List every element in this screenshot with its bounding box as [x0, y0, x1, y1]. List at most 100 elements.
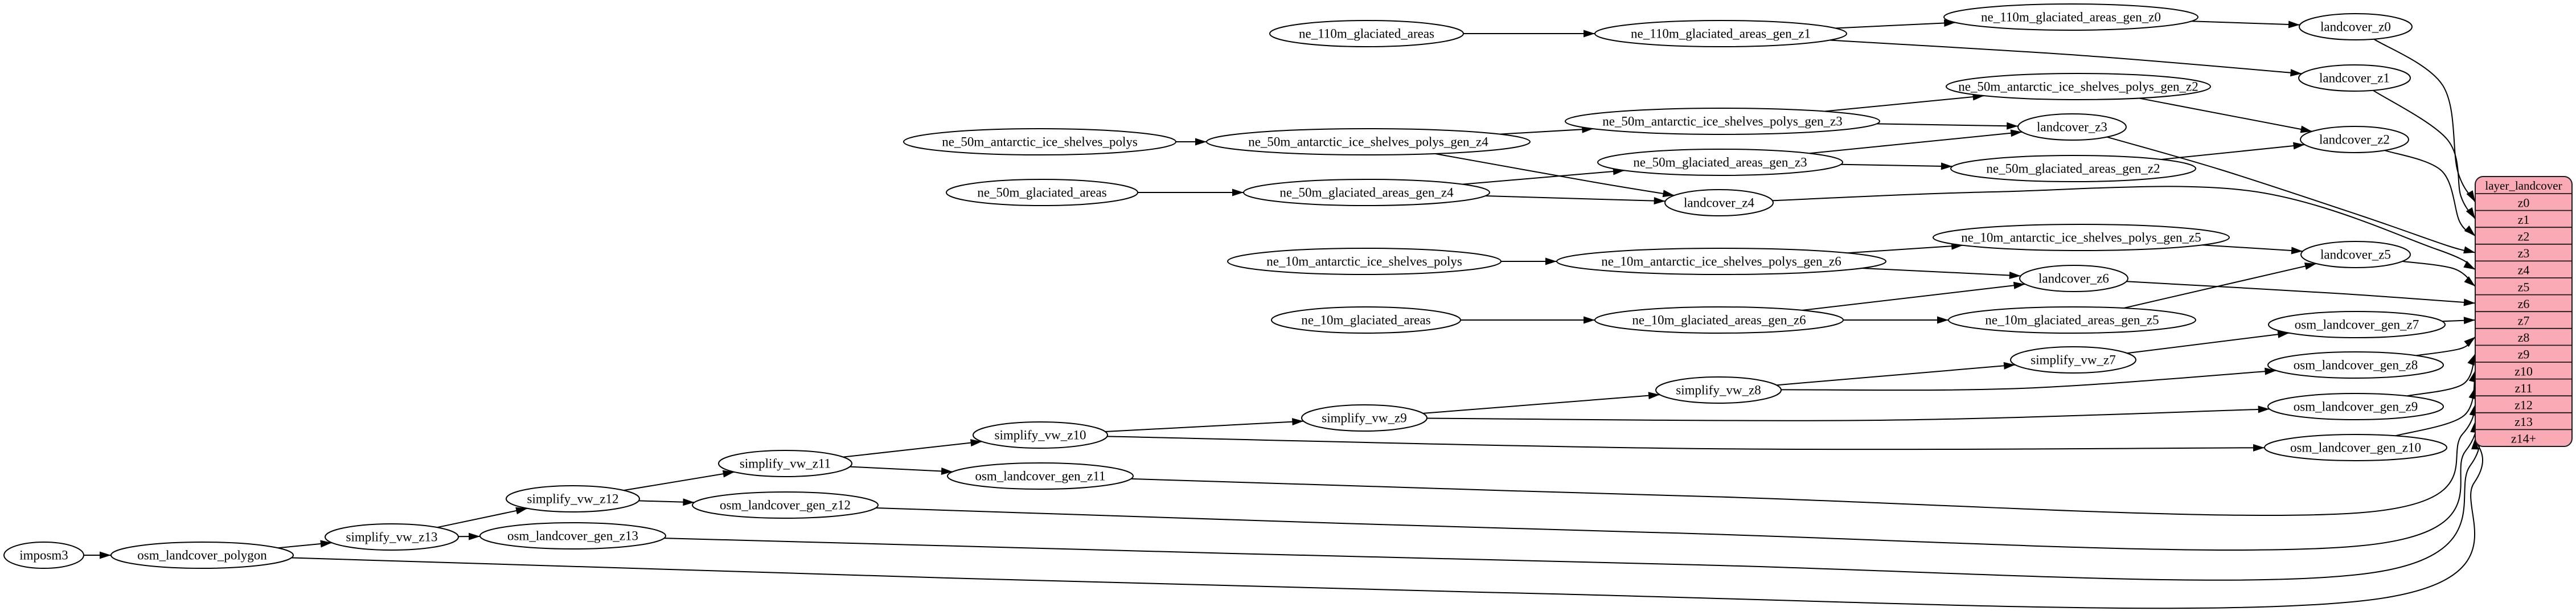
node-label: ne_10m_glaciated_areas_gen_z5 [1985, 313, 2159, 327]
table-row-z10: z10 [2515, 364, 2533, 378]
node-osm_landcover_gen_z9: osm_landcover_gen_z9 [2267, 393, 2444, 420]
node-osm_landcover_gen_z13: osm_landcover_gen_z13 [479, 522, 666, 550]
node-label: ne_10m_antarctic_ice_shelves_polys_gen_z… [1601, 255, 1841, 269]
node-label: landcover_z6 [2038, 272, 2109, 286]
edge-simplify_vw_z11--simplify_vw_z10 [843, 439, 982, 458]
node-label: simplify_vw_z12 [527, 492, 619, 506]
table-row-z1: z1 [2518, 212, 2530, 227]
node-label: landcover_z1 [2319, 71, 2390, 85]
node-label: simplify_vw_z11 [740, 457, 831, 471]
node-ne_50m_antarctic_ice_shelves_polys: ne_50m_antarctic_ice_shelves_polys [903, 128, 1176, 155]
node-label: ne_50m_glaciated_areas_gen_z4 [1279, 186, 1454, 200]
edge-ne_10m_antarctic_ice_shelves_polys_gen_z6--landcover_z6 [1861, 267, 2021, 280]
node-label: simplify_vw_z7 [2031, 353, 2116, 367]
edge-ne_10m_antarctic_ice_shelves_polys_gen_z5--landcover_z5 [2202, 244, 2303, 255]
node-label: landcover_z2 [2319, 133, 2390, 147]
node-osm_landcover_polygon: osm_landcover_polygon [110, 542, 294, 569]
edge-osm_landcover_gen_z10--layer_landcover.z10 [2395, 370, 2476, 437]
table-row-z4: z4 [2518, 263, 2530, 277]
node-label: osm_landcover_gen_z9 [2294, 400, 2418, 414]
node-simplify_vw_z10: simplify_vw_z10 [973, 421, 1108, 449]
node-label: landcover_z4 [1684, 196, 1754, 210]
edge-osm_landcover_gen_z13--layer_landcover.z13 [664, 421, 2480, 581]
edge-simplify_vw_z8--osm_landcover_gen_z8 [1781, 367, 2276, 391]
edge-landcover_z2--layer_landcover.z2 [2384, 150, 2476, 236]
node-ne_10m_antarctic_ice_shelves_polys_gen_z5: ne_10m_antarctic_ice_shelves_polys_gen_z… [1933, 224, 2230, 251]
edges [84, 19, 2484, 609]
edge-simplify_vw_z9--simplify_vw_z8 [1422, 392, 1660, 414]
node-osm_landcover_gen_z10: osm_landcover_gen_z10 [2264, 434, 2447, 461]
edge-simplify_vw_z9--osm_landcover_gen_z9 [1426, 405, 2270, 421]
node-label: ne_50m_glaciated_areas [977, 186, 1106, 200]
node-label: osm_landcover_polygon [137, 548, 267, 563]
edge-ne_110m_glaciated_areas_gen_z1--ne_110m_glaciated_areas_gen_z0 [1835, 19, 1956, 29]
node-ne_50m_antarctic_ice_shelves_polys_gen_z3: ne_50m_antarctic_ice_shelves_polys_gen_z… [1565, 108, 1880, 135]
table-row-z0: z0 [2518, 195, 2530, 210]
node-landcover_z5: landcover_z5 [2300, 241, 2411, 268]
node-label: ne_10m_glaciated_areas [1301, 313, 1430, 327]
node-ne_110m_glaciated_areas_gen_z0: ne_110m_glaciated_areas_gen_z0 [1943, 3, 2198, 31]
node-label: ne_50m_glaciated_areas_gen_z2 [1986, 162, 2160, 176]
node-label: osm_landcover_gen_z10 [2290, 441, 2421, 455]
table-row-z11: z11 [2515, 381, 2533, 395]
node-ne_50m_glaciated_areas_gen_z3: ne_50m_glaciated_areas_gen_z3 [1597, 149, 1843, 176]
node-label: landcover_z5 [2320, 248, 2391, 262]
node-ne_10m_glaciated_areas: ne_10m_glaciated_areas [1271, 306, 1461, 334]
node-label: osm_landcover_gen_z13 [507, 529, 638, 543]
edge-osm_landcover_polygon--simplify_vw_z13 [277, 540, 332, 549]
edge-ne_50m_glaciated_areas_gen_z4--landcover_z4 [1485, 195, 1666, 205]
node-landcover_z1: landcover_z1 [2298, 64, 2411, 92]
table-row-z6: z6 [2518, 297, 2530, 311]
edge-ne_50m_antarctic_ice_shelves_polys_gen_z3--ne_50m_antarctic_ice_shelves_polys_gen_z2 [1824, 93, 1984, 112]
edge-ne_50m_glaciated_areas_gen_z3--landcover_z3 [1809, 129, 2023, 154]
node-landcover_z2: landcover_z2 [2300, 126, 2409, 153]
table-row-z3: z3 [2518, 246, 2530, 260]
table-row-z2: z2 [2518, 229, 2530, 244]
node-label: osm_landcover_gen_z7 [2295, 318, 2419, 332]
edge-osm_landcover_gen_z12--layer_landcover.z12 [876, 404, 2477, 551]
edge-simplify_vw_z8--simplify_vw_z7 [1776, 362, 2016, 386]
node-label: osm_landcover_gen_z8 [2294, 358, 2418, 372]
node-label: ne_50m_glaciated_areas_gen_z3 [1633, 155, 1807, 170]
node-simplify_vw_z11: simplify_vw_z11 [718, 450, 852, 477]
node-ne_10m_glaciated_areas_gen_z5: ne_10m_glaciated_areas_gen_z5 [1948, 306, 2196, 334]
table-layer_landcover: layer_landcoverz0z1z2z3z4z5z6z7z8z9z10z1… [2475, 176, 2573, 447]
node-osm_landcover_gen_z12: osm_landcover_gen_z12 [692, 491, 879, 519]
node-label: ne_10m_glaciated_areas_gen_z6 [1632, 313, 1806, 327]
node-label: ne_50m_antarctic_ice_shelves_polys [942, 135, 1138, 149]
edge-ne_50m_antarctic_ice_shelves_polys_gen_z3--landcover_z3 [1876, 122, 2019, 130]
edge-ne_50m_antarctic_ice_shelves_polys_gen_z2--landcover_z2 [2139, 97, 2312, 133]
node-simplify_vw_z8: simplify_vw_z8 [1655, 376, 1782, 404]
node-ne_110m_glaciated_areas: ne_110m_glaciated_areas [1269, 20, 1464, 47]
node-landcover_z6: landcover_z6 [2019, 265, 2128, 292]
node-label: landcover_z3 [2037, 120, 2107, 134]
node-ne_50m_glaciated_areas_gen_z2: ne_50m_glaciated_areas_gen_z2 [1950, 155, 2196, 182]
edge-simplify_vw_z10--simplify_vw_z9 [1105, 418, 1304, 432]
node-simplify_vw_z9: simplify_vw_z9 [1301, 404, 1428, 432]
node-simplify_vw_z12: simplify_vw_z12 [506, 485, 640, 512]
table-row-z8: z8 [2518, 330, 2530, 345]
table-row-z14+: z14+ [2511, 432, 2536, 446]
edge-simplify_vw_z7--osm_landcover_gen_z7 [2127, 330, 2290, 354]
node-label: simplify_vw_z9 [1322, 411, 1407, 425]
edge-simplify_vw_z13--simplify_vw_z12 [437, 507, 528, 528]
node-label: ne_110m_glaciated_areas_gen_z1 [1631, 27, 1811, 41]
edge-osm_landcover_polygon--layer_landcover.z14+ [291, 438, 2484, 609]
edge-landcover_z5--layer_landcover.z5 [2402, 260, 2476, 287]
edge-landcover_z3--layer_landcover.z3 [2106, 136, 2476, 254]
node-ne_50m_glaciated_areas_gen_z4: ne_50m_glaciated_areas_gen_z4 [1243, 179, 1490, 206]
edge-osm_landcover_gen_z7--layer_landcover.z7 [2442, 317, 2476, 325]
edge-simplify_vw_z10--osm_landcover_gen_z10 [1107, 436, 2265, 452]
edge-ne_50m_glaciated_areas_gen_z3--ne_50m_glaciated_areas_gen_z2 [1841, 162, 1952, 170]
edge-ne_110m_glaciated_areas_gen_z1--landcover_z1 [1829, 39, 2302, 77]
node-label: osm_landcover_gen_z12 [720, 498, 851, 512]
node-label: simplify_vw_z13 [346, 530, 438, 544]
node-landcover_z0: landcover_z0 [2299, 13, 2413, 40]
node-ne_50m_antarctic_ice_shelves_polys_gen_z2: ne_50m_antarctic_ice_shelves_polys_gen_z… [1946, 73, 2211, 100]
node-label: ne_110m_glaciated_areas [1299, 27, 1434, 41]
node-label: simplify_vw_z10 [995, 428, 1086, 442]
node-ne_10m_antarctic_ice_shelves_polys_gen_z6: ne_10m_antarctic_ice_shelves_polys_gen_z… [1556, 248, 1886, 275]
edge-osm_landcover_gen_z11--layer_landcover.z11 [1131, 387, 2476, 516]
edge-ne_10m_antarctic_ice_shelves_polys_gen_z6--ne_10m_antarctic_ice_shelves_polys_gen_z5 [1847, 242, 1963, 254]
